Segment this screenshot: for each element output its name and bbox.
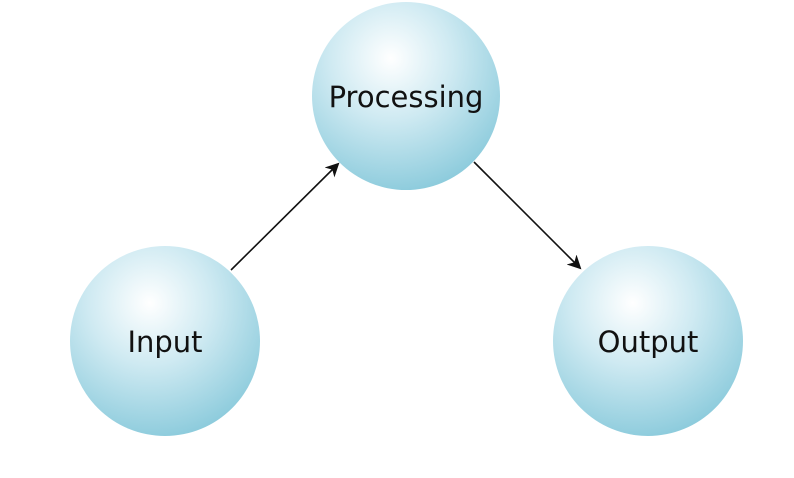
edge-processing-to-output xyxy=(473,161,582,270)
edges-layer xyxy=(230,161,582,271)
node-output-circle xyxy=(553,246,743,436)
node-processing-circle xyxy=(312,2,500,190)
edge-input-to-processing xyxy=(230,162,340,271)
node-output-label: Output xyxy=(598,325,699,359)
node-input-circle xyxy=(70,246,260,436)
node-input: Input xyxy=(70,246,260,436)
node-input-label: Input xyxy=(127,325,202,359)
node-output: Output xyxy=(553,246,743,436)
node-processing: Processing xyxy=(312,2,500,190)
node-processing-label: Processing xyxy=(329,80,484,114)
